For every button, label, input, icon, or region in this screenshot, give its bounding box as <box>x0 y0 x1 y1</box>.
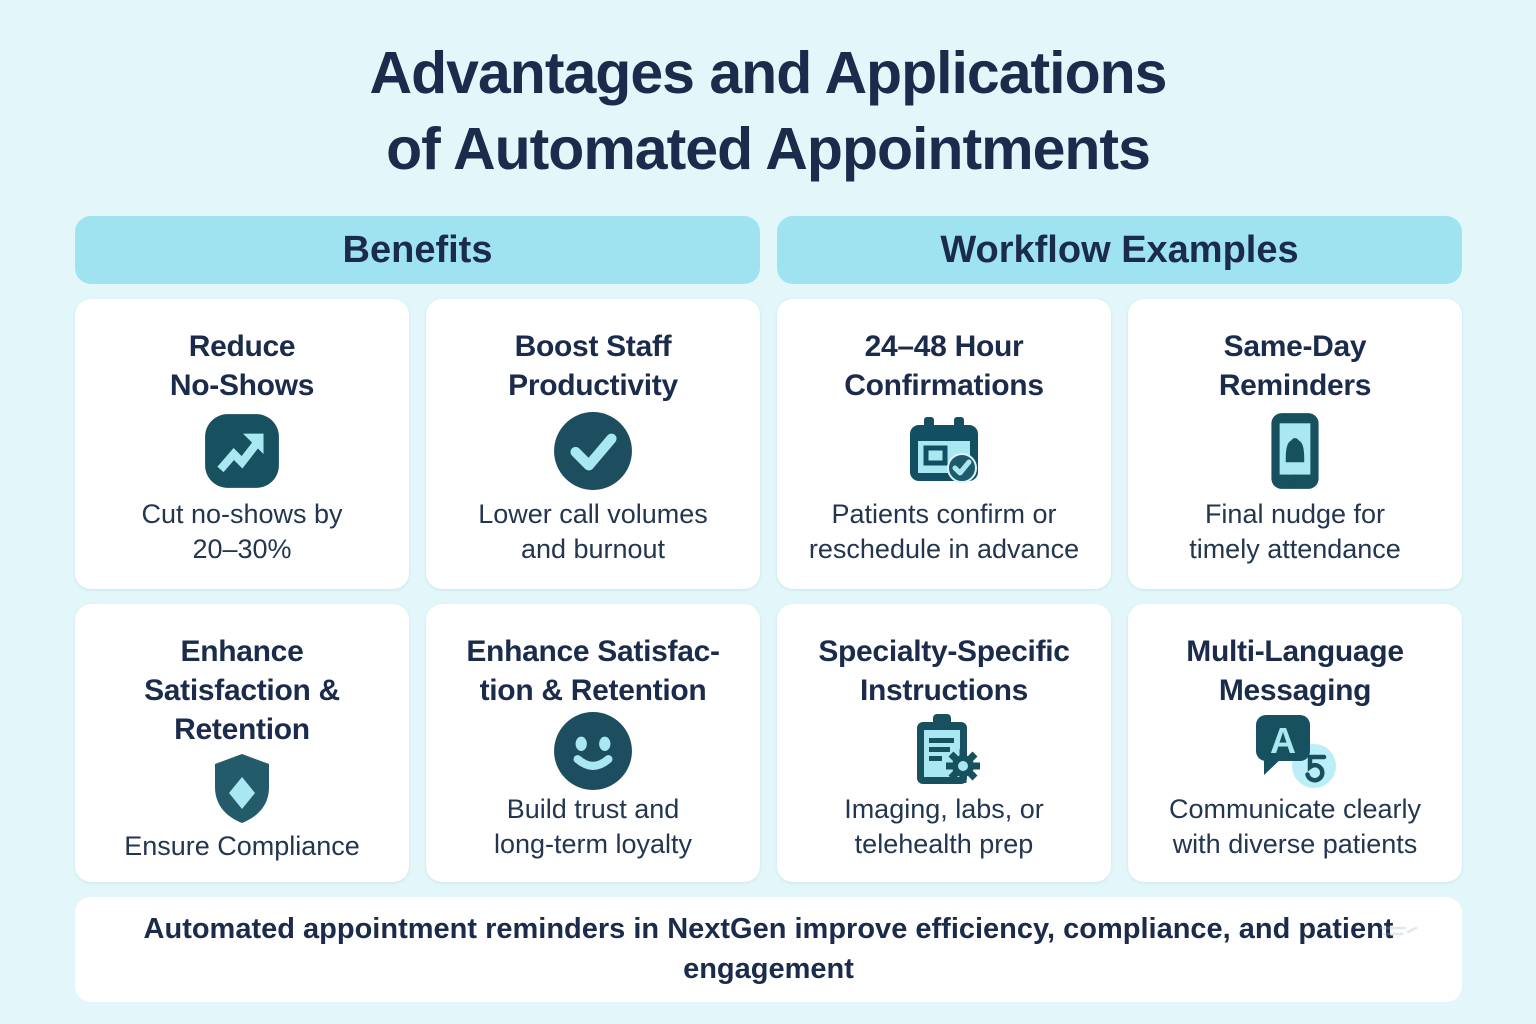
trending-up-icon <box>201 410 283 492</box>
content-grid: Benefits Workflow Examples Reduce No-Sho… <box>75 216 1462 1002</box>
smiley-face-icon <box>552 710 634 792</box>
translate-icon: A <box>1250 710 1340 792</box>
card-specialty-specific-instructions: Specialty-Specific Instructions <box>777 604 1111 882</box>
card-caption: Cut no-shows by 20–30% <box>141 498 343 564</box>
card-boost-staff-productivity: Boost Staff Productivity Lower call volu… <box>426 299 760 589</box>
card-same-day-reminders: Same-Day Reminders Final nudge for timel… <box>1128 299 1462 589</box>
card-title: Same-Day Reminders <box>1218 330 1372 402</box>
card-enhance-satisfaction-retention-compliance: Enhance Satisfaction & Retention Ensure … <box>75 604 409 882</box>
card-title: 24–48 Hour Confirmations <box>844 330 1044 402</box>
section-header-workflow-examples: Workflow Examples <box>777 216 1462 284</box>
calendar-check-icon <box>900 410 988 492</box>
svg-text:A: A <box>1270 720 1296 761</box>
card-caption: Communicate clearly with diverse patient… <box>1168 794 1422 860</box>
card-title: Enhance Satisfac- tion & Retention <box>466 635 720 707</box>
card-caption: Lower call volumes and burnout <box>478 498 708 564</box>
card-caption: Build trust and long-term loyalty <box>493 794 693 860</box>
page-title: Advantages and Applications of Automated… <box>369 40 1168 182</box>
card-enhance-satisfaction-retention-loyalty: Enhance Satisfac- tion & Retention Build… <box>426 604 760 882</box>
section-header-workflow-examples-label: Workflow Examples <box>940 228 1299 271</box>
clipboard-gear-icon <box>900 710 988 792</box>
shield-diamond-icon <box>202 749 282 829</box>
card-title: Reduce No-Shows <box>169 330 315 402</box>
card-reduce-no-shows: Reduce No-Shows Cut no-shows by 20–30% <box>75 299 409 589</box>
card-title: Enhance Satisfaction & Retention <box>144 635 340 746</box>
card-caption: Patients confirm or reschedule in advanc… <box>808 498 1080 564</box>
faint-artifact-mark <box>1379 926 1418 936</box>
card-caption: Imaging, labs, or telehealth prep <box>844 794 1044 860</box>
footer-banner: Automated appointment reminders in NextG… <box>75 897 1462 1002</box>
card-title: Multi-Language Messaging <box>1186 635 1404 707</box>
check-circle-icon <box>552 410 634 492</box>
card-caption: Final nudge for timely attendance <box>1189 498 1401 564</box>
card-24-48-hour-confirmations: 24–48 Hour Confirmations Patients confir… <box>777 299 1111 589</box>
card-multi-language-messaging: Multi-Language Messaging A Communicate c… <box>1128 604 1462 882</box>
card-caption: Ensure Compliance <box>124 831 360 861</box>
section-header-benefits-label: Benefits <box>342 228 493 271</box>
phone-bell-icon <box>1254 410 1336 492</box>
card-title: Boost Staff Productivity <box>508 330 678 402</box>
footer-text: Automated appointment reminders in NextG… <box>143 913 1394 985</box>
card-title: Specialty-Specific Instructions <box>818 635 1070 707</box>
section-header-benefits: Benefits <box>75 216 760 284</box>
